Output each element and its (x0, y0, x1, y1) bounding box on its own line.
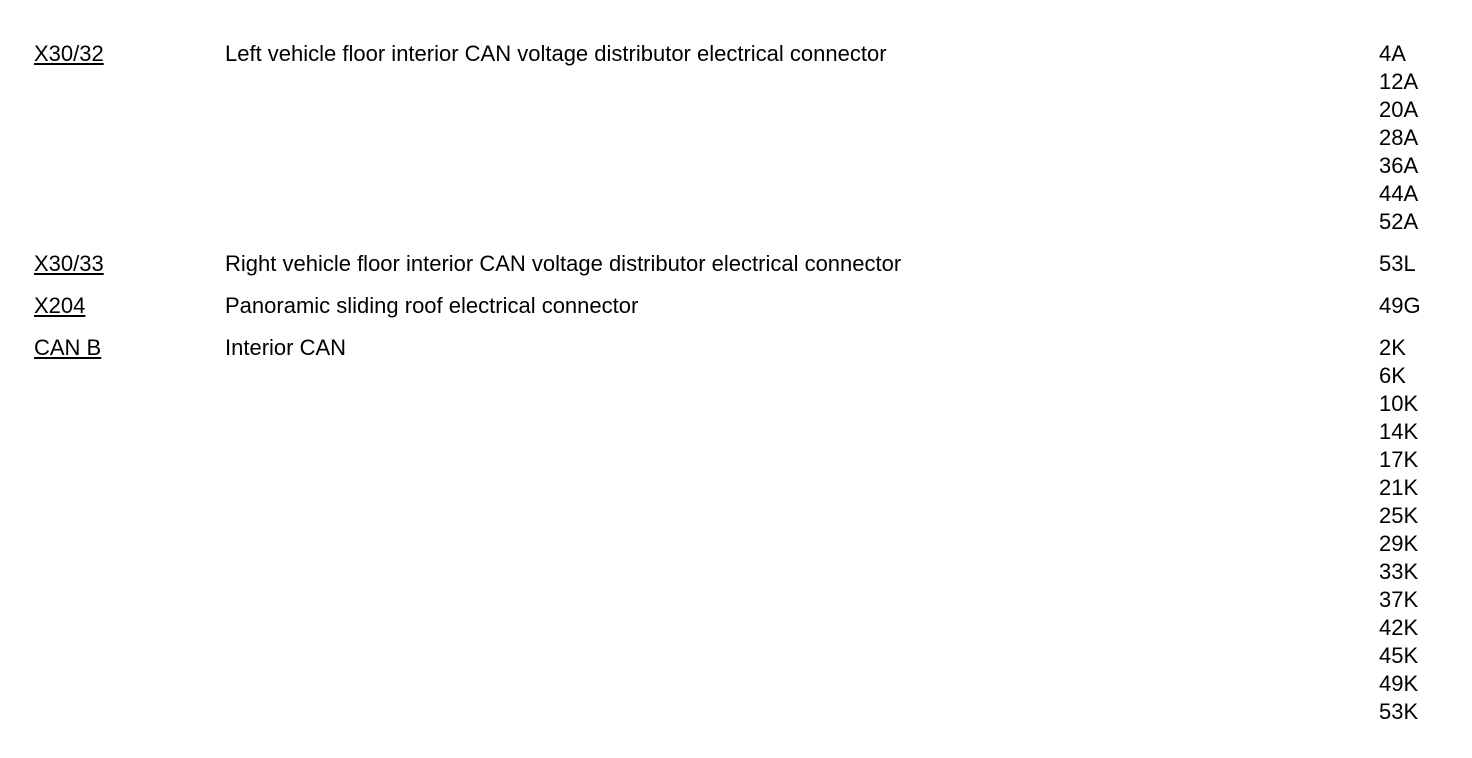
component-description: Right vehicle floor interior CAN voltage… (225, 251, 902, 276)
grid-coordinate: 53K (1379, 699, 1419, 724)
legend-row: X30/32 Left vehicle floor interior CAN v… (34, 40, 1444, 250)
grid-coordinate: 28A (1379, 125, 1419, 150)
legend-row: X30/33 Right vehicle floor interior CAN … (34, 250, 1444, 292)
component-code-cell: X30/32 (34, 40, 225, 250)
grid-coordinate: 45K (1379, 643, 1419, 668)
grid-coordinate: 49K (1379, 671, 1419, 696)
grid-coordinate: 29K (1379, 531, 1419, 556)
component-code-link[interactable]: X30/33 (34, 251, 104, 276)
grid-coordinate: 17K (1379, 447, 1419, 472)
grid-coordinate: 6K (1379, 363, 1406, 388)
grid-coordinate: 42K (1379, 615, 1419, 640)
component-code-link[interactable]: CAN B (34, 335, 102, 360)
grid-coordinate: 10K (1379, 391, 1419, 416)
component-description: Interior CAN (225, 335, 347, 360)
grid-coordinate: 4A (1379, 41, 1406, 66)
grid-coordinates: 4A 12A 20A 28A 36A 44A 52A (1379, 40, 1444, 250)
grid-coordinate: 12A (1379, 69, 1419, 94)
component-description: Left vehicle floor interior CAN voltage … (225, 41, 887, 66)
grid-coordinate: 25K (1379, 503, 1419, 528)
component-description: Panoramic sliding roof electrical connec… (225, 293, 639, 318)
grid-coordinate: 14K (1379, 419, 1419, 444)
legend-body: X30/32 Left vehicle floor interior CAN v… (34, 40, 1444, 740)
grid-coordinate: 49G (1379, 293, 1421, 318)
component-code-cell: X30/33 (34, 250, 225, 292)
grid-coordinate: 2K (1379, 335, 1406, 360)
component-code-cell: X204 (34, 292, 225, 334)
legend-row: X204 Panoramic sliding roof electrical c… (34, 292, 1444, 334)
grid-coordinate: 52A (1379, 209, 1419, 234)
grid-coordinates: 49G (1379, 292, 1444, 334)
grid-coordinates: 53L (1379, 250, 1444, 292)
legend-row: CAN B Interior CAN 2K 6K 10K 14K 17K 21K… (34, 334, 1444, 740)
component-code-link[interactable]: X204 (34, 293, 86, 318)
grid-coordinate: 53L (1379, 251, 1416, 276)
grid-coordinate: 44A (1379, 181, 1419, 206)
component-legend-table: X30/32 Left vehicle floor interior CAN v… (34, 40, 1444, 740)
grid-coordinates: 2K 6K 10K 14K 17K 21K 25K 29K 33K 37K 42… (1379, 334, 1444, 740)
grid-coordinate: 36A (1379, 153, 1419, 178)
grid-coordinate: 37K (1379, 587, 1419, 612)
component-code-link[interactable]: X30/32 (34, 41, 104, 66)
component-code-cell: CAN B (34, 334, 225, 740)
grid-coordinate: 20A (1379, 97, 1419, 122)
grid-coordinate: 33K (1379, 559, 1419, 584)
grid-coordinate: 21K (1379, 475, 1419, 500)
